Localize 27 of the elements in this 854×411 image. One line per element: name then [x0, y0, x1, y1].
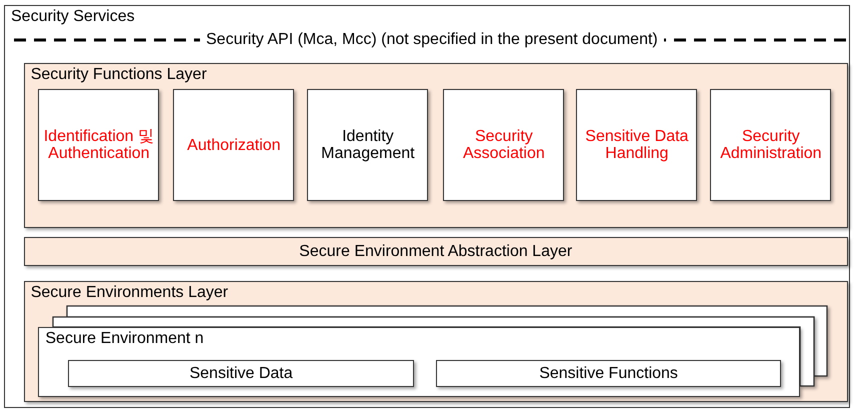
- layer-title: Secure Environment n: [45, 330, 204, 348]
- layer-title: Security Services: [11, 8, 135, 25]
- function-label: Sensitive Data: [189, 365, 293, 382]
- function-label: Authorization: [187, 136, 281, 154]
- function-label: Sensitive Functions: [539, 365, 678, 382]
- function-box: [443, 89, 564, 202]
- function-label: Sensitive Data Handling: [584, 128, 690, 162]
- layer-panel: [24, 62, 848, 228]
- layer-panel: [24, 280, 848, 402]
- function-label: Security Administration: [719, 128, 823, 162]
- api-label: Security API (Mca, Mcc) (not specified in the present document): [200, 31, 664, 48]
- function-label: Identity Management: [320, 128, 416, 162]
- layer-title: Security Functions Layer: [30, 66, 207, 83]
- function-label: Secure Environment Abstraction Layer: [299, 242, 572, 260]
- function-box: [307, 89, 428, 202]
- function-label: Identification 및 Authentication: [42, 128, 156, 162]
- function-box: [576, 89, 698, 202]
- function-box: [173, 89, 294, 202]
- layer-panel: [38, 327, 800, 398]
- function-box: [24, 236, 848, 266]
- function-box: [436, 360, 782, 388]
- function-label: Security Association: [462, 128, 546, 162]
- layer-panel: [4, 5, 850, 408]
- function-box: [710, 89, 832, 202]
- function-box: [68, 360, 414, 388]
- layer-title: Secure Environments Layer: [30, 284, 228, 301]
- function-box: [38, 89, 160, 202]
